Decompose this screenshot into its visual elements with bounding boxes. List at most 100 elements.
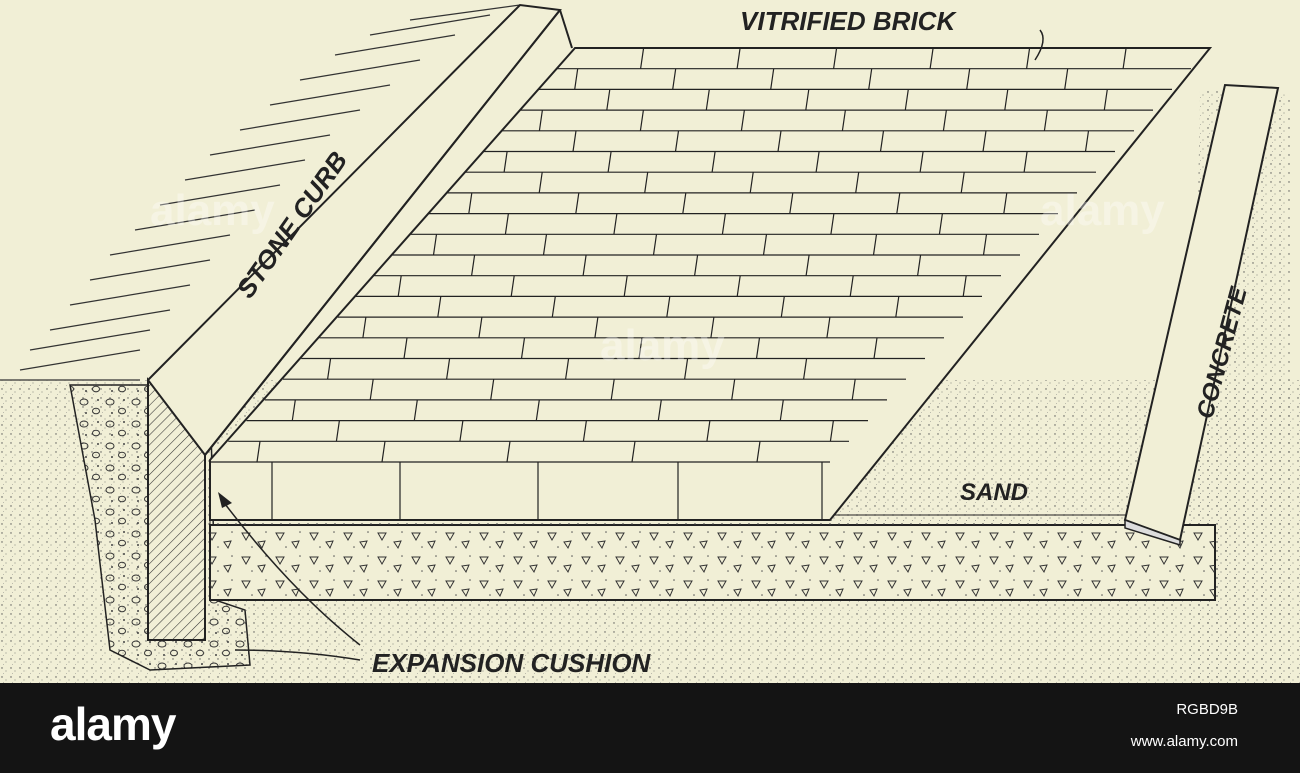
brick-joint xyxy=(291,399,296,421)
brick-joint xyxy=(830,213,835,235)
brick-joint xyxy=(756,441,761,463)
brick-joint xyxy=(1004,89,1009,111)
brick-joint xyxy=(1043,110,1048,131)
brick-joint xyxy=(551,296,556,318)
image-id: RGBD9B xyxy=(1176,701,1238,718)
brick-joint xyxy=(478,317,483,338)
brick-joint xyxy=(542,234,548,256)
brick-joint xyxy=(872,234,878,256)
brick-joint xyxy=(468,192,473,214)
brick-joint xyxy=(740,110,745,131)
brick-joint xyxy=(471,254,476,276)
grass-hatching xyxy=(0,4,521,381)
brick-joint xyxy=(503,151,508,173)
brick-joint xyxy=(896,192,901,214)
watermark-center: alamy xyxy=(600,321,725,370)
brick-joint xyxy=(674,130,680,152)
brick-joint xyxy=(917,254,922,276)
vitrified-brick-label: VITRIFIED BRICK xyxy=(740,6,957,36)
brick-joint xyxy=(736,47,741,69)
brick-joint xyxy=(942,110,947,131)
brick-joint xyxy=(879,130,885,152)
brick-joint xyxy=(777,130,782,152)
brick-joint xyxy=(982,234,988,256)
brick-joint xyxy=(639,110,644,131)
brick-joint xyxy=(803,358,808,380)
brick-joint xyxy=(966,68,971,90)
brick-joint xyxy=(982,130,987,152)
brick-joint xyxy=(594,317,599,338)
brick-joint xyxy=(582,420,587,442)
alamy-logo[interactable]: alamy xyxy=(50,698,176,750)
brick-joint xyxy=(780,296,785,318)
brick-joint xyxy=(721,213,726,235)
brick-joint xyxy=(705,89,710,111)
brick-joint xyxy=(610,379,615,400)
brick-joint xyxy=(929,47,934,69)
brick-joint xyxy=(960,172,965,193)
concrete-aggregate xyxy=(210,525,1215,600)
brick-joint xyxy=(631,441,636,463)
brick-joint xyxy=(805,89,810,111)
brick-joint xyxy=(1103,89,1108,111)
brick-joint xyxy=(805,254,810,276)
brick-joint xyxy=(490,379,495,400)
brick-courses xyxy=(209,47,1191,520)
brick-joint xyxy=(403,337,408,359)
brick-joint xyxy=(855,172,860,193)
brick-joint xyxy=(815,151,820,173)
brick-joint xyxy=(644,172,649,193)
brick-joint xyxy=(731,379,736,400)
brick-joint xyxy=(432,234,438,256)
brick-joint xyxy=(895,296,900,318)
brick-joint xyxy=(849,275,854,297)
watermark-left: alamy xyxy=(150,186,275,235)
brick-joint xyxy=(613,213,618,235)
brick-joint xyxy=(327,358,332,380)
brick-joint xyxy=(369,379,374,400)
brick-joint xyxy=(1084,130,1090,152)
brick-joint xyxy=(672,68,677,90)
brick-joint xyxy=(755,337,761,359)
brick-joint xyxy=(520,337,526,359)
brick-joint xyxy=(841,110,846,131)
brick-joint xyxy=(437,296,442,318)
brick-joint xyxy=(1026,47,1031,69)
brick-joint xyxy=(638,337,643,359)
brick-joint xyxy=(657,399,662,421)
brick-joint xyxy=(829,420,834,442)
vitrified-brick-leader xyxy=(1034,29,1044,61)
brick-joint xyxy=(762,234,768,256)
watermark-right: alamy xyxy=(1040,186,1165,235)
brick-joint xyxy=(682,192,687,214)
expansion-cushion-leader xyxy=(221,499,361,646)
brick-joint xyxy=(362,317,367,338)
brick-joint xyxy=(446,358,451,380)
brick-joint xyxy=(510,275,515,297)
stock-footer-bar: alamy RGBD9B www.alamy.com xyxy=(0,683,1300,773)
brick-joint xyxy=(694,254,699,276)
brick-joint xyxy=(335,420,340,442)
brick-joint xyxy=(381,441,386,463)
brick-joint xyxy=(779,399,784,421)
brick-joint xyxy=(919,151,924,173)
brick-joint xyxy=(1122,47,1127,69)
brick-joint xyxy=(623,275,628,297)
brick-joint xyxy=(873,337,878,359)
brick-joint xyxy=(574,68,579,90)
site-url[interactable]: www.alamy.com xyxy=(1130,733,1238,750)
brick-joint xyxy=(789,192,794,214)
brick-joint xyxy=(506,441,511,463)
brick-joint xyxy=(710,317,715,338)
brick-joint xyxy=(565,358,570,380)
brick-joint xyxy=(607,151,612,173)
brick-joint xyxy=(575,192,580,214)
brick-joint xyxy=(256,441,261,463)
brick-joint xyxy=(711,151,716,173)
brick-joint xyxy=(538,110,543,131)
brick-joint xyxy=(706,420,711,442)
expansion-cushion-label: EXPANSION CUSHION xyxy=(372,648,652,678)
brick-joint xyxy=(538,172,543,193)
brick-joint xyxy=(684,358,689,380)
